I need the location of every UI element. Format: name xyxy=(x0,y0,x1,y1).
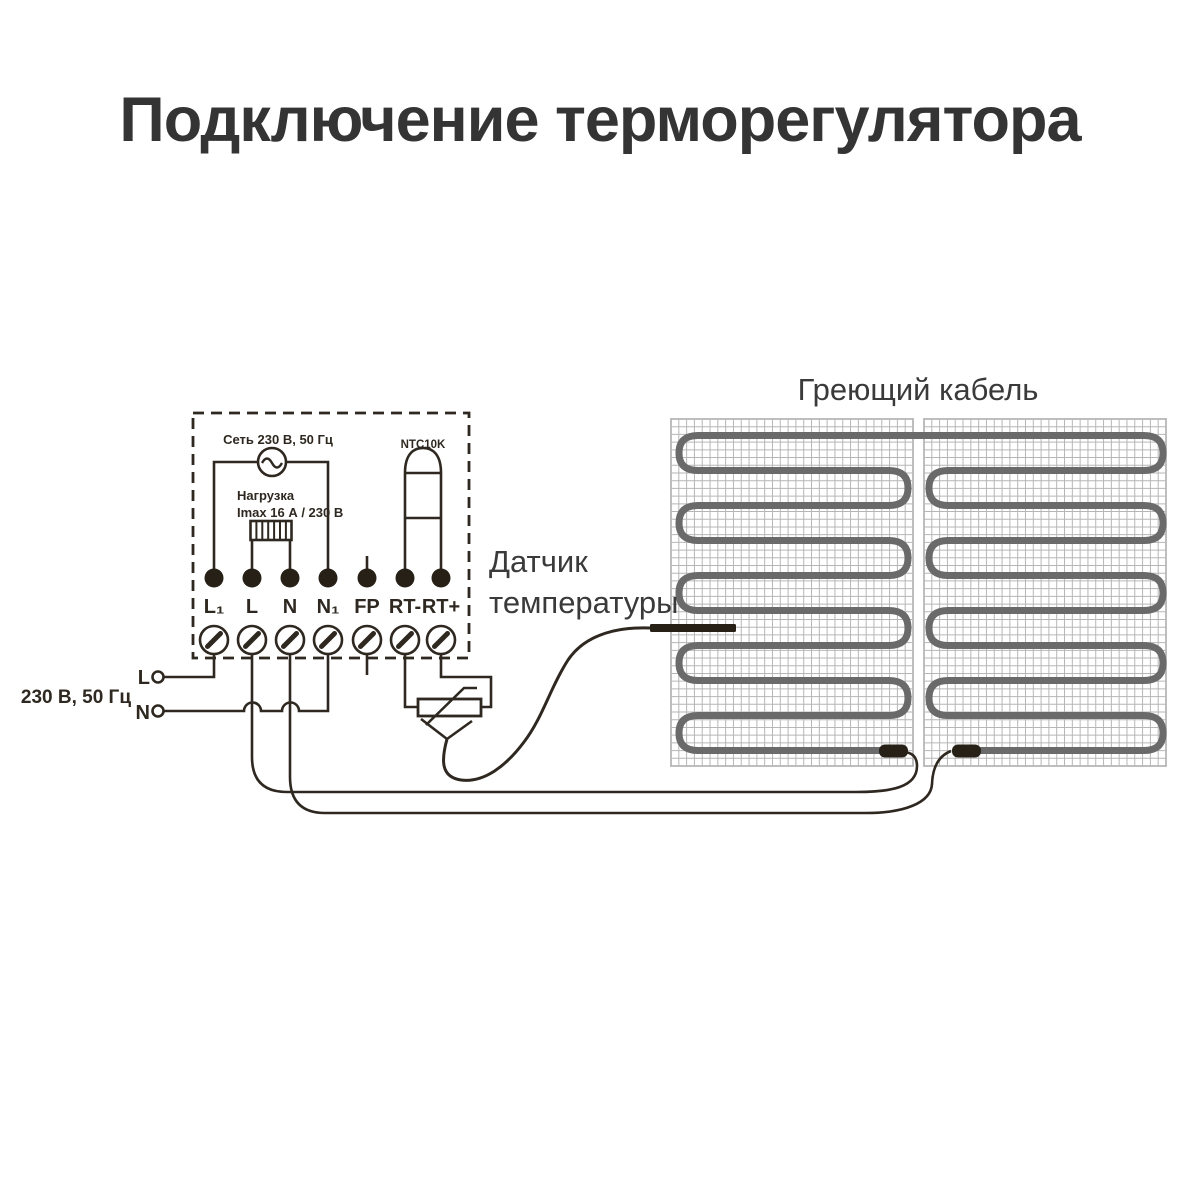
thermistor-icon xyxy=(416,697,483,718)
terminal-label-rt-minus: RT- xyxy=(389,596,421,618)
heating-mats xyxy=(670,418,1167,767)
annotation-labels: Греющий кабель Датчик температуры xyxy=(489,372,1038,620)
terminal-dot xyxy=(242,568,262,588)
heating-cable-label: Греющий кабель xyxy=(798,372,1039,407)
terminal-dot xyxy=(357,568,377,588)
mat-connector xyxy=(952,744,981,758)
terminal-label-n1: N₁ xyxy=(317,596,340,618)
terminal-dot xyxy=(204,568,224,588)
temp-sensor-bar xyxy=(650,624,736,632)
sensor-funnel xyxy=(420,717,473,741)
load-hatch xyxy=(255,521,287,540)
load-label-line1: Нагрузка xyxy=(237,488,295,503)
ac-source-icon xyxy=(256,446,288,478)
terminal-label-rt-plus: RT+ xyxy=(422,596,460,618)
mat-lead-wire-2 xyxy=(288,654,952,815)
terminal-dot xyxy=(318,568,338,588)
terminal-label-fp: FP xyxy=(354,596,380,618)
live-wire xyxy=(164,654,216,679)
temp-sensor-label-line2: температуры xyxy=(489,585,678,620)
mains-neutral-label: N xyxy=(136,702,150,724)
screw-terminal-icon xyxy=(351,624,383,656)
screw-terminal-icon xyxy=(236,624,268,656)
terminal-dot xyxy=(280,568,300,588)
page-title: Подключение терморегулятора xyxy=(119,85,1081,155)
thermostat-outline xyxy=(191,411,471,660)
ac-loop-right-wire xyxy=(286,460,330,578)
schematic-labels: Сеть 230 В, 50 Гц Нагрузка Imax 16 А / 2… xyxy=(21,432,460,724)
terminal-dot xyxy=(395,568,415,588)
mains-voltage-label: 230 В, 50 Гц xyxy=(21,687,131,708)
screw-terminal-icon xyxy=(312,624,344,656)
screw-terminal-icon xyxy=(425,624,457,656)
sensor-cable xyxy=(442,626,651,782)
terminal-label-l1: L₁ xyxy=(204,596,225,618)
neutral-wire xyxy=(164,654,330,713)
rt-plus-wire xyxy=(439,654,493,709)
screw-terminal-icon xyxy=(198,624,230,656)
dark-parts xyxy=(204,568,981,758)
ac-loop-left-wire xyxy=(212,460,258,578)
mains-live-node xyxy=(151,670,165,684)
load-label-line2: Imax 16 А / 230 В xyxy=(237,505,343,520)
screw-terminals xyxy=(198,624,457,656)
terminal-label-n: N xyxy=(283,596,297,618)
heating-cable-path xyxy=(675,432,1167,754)
mains-live-label: L xyxy=(138,667,150,689)
terminal-label-l: L xyxy=(246,596,258,618)
schematic-wiring xyxy=(151,411,952,815)
mat-connector xyxy=(879,744,908,758)
temp-sensor-label-line1: Датчик xyxy=(489,544,588,579)
rt-minus-wire xyxy=(403,654,418,709)
net-label: Сеть 230 В, 50 Гц xyxy=(223,432,333,447)
load-legs xyxy=(250,540,292,570)
ntc-type-label: NTC10K xyxy=(401,439,446,451)
ntc-probe-icon xyxy=(403,446,443,578)
screw-terminal-icon xyxy=(389,624,421,656)
mains-neutral-node xyxy=(151,704,165,718)
heating-mat-left xyxy=(670,418,914,767)
load-resistor-icon xyxy=(249,519,293,542)
mat-lead-wire-1 xyxy=(250,654,919,794)
terminal-dot xyxy=(431,568,451,588)
screw-terminal-icon xyxy=(274,624,306,656)
thermistor-strike xyxy=(425,686,477,726)
ac-sine-icon xyxy=(260,457,284,469)
